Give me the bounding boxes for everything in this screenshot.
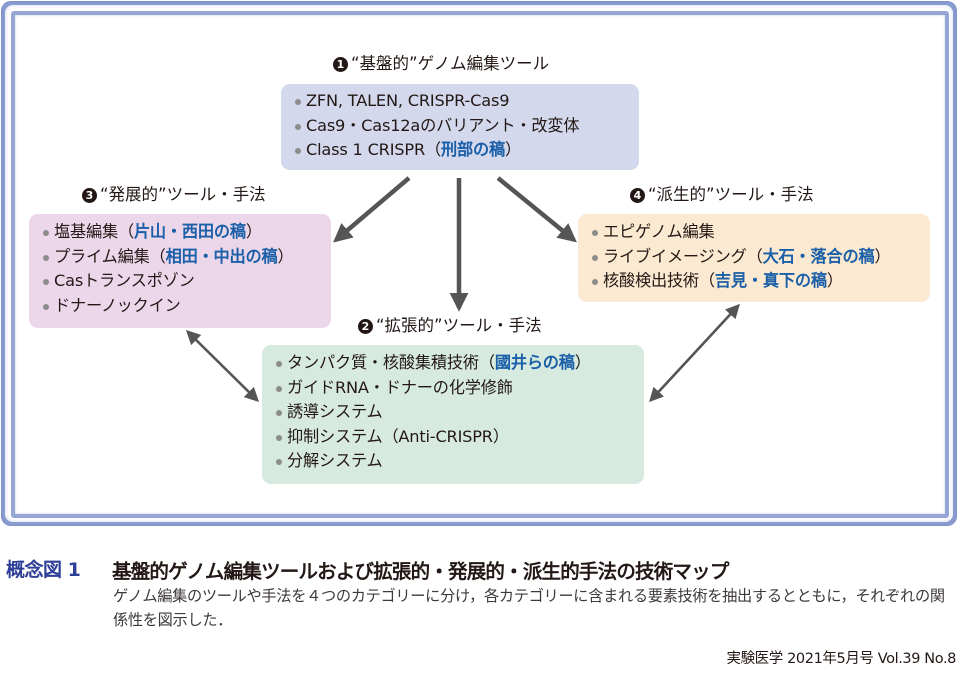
item-text: Cas9・Cas12aのバリアント・改変体: [306, 115, 580, 135]
list-item: Casトランスポゾン: [42, 269, 331, 294]
list-item: タンパク質・核酸集積技術（國井らの稿）: [275, 351, 644, 376]
article-reference: 片山・西田の稿: [133, 222, 246, 241]
number-badge-1: 1: [333, 56, 348, 72]
category-4-box: エピゲノム編集 ライブイメージング（大石・落合の稿） 核酸検出技術（吉見・真下の…: [578, 214, 930, 302]
category-1-box: ZFN, TALEN, CRISPR-Cas9 Cas9・Cas12aのバリアン…: [281, 84, 639, 170]
article-reference: 刑部の稿: [440, 140, 505, 160]
category-3-box: 塩基編集（片山・西田の稿） プライム編集（相田・中出の稿） Casトランスポゾン…: [29, 214, 331, 328]
item-text-close: ）: [826, 271, 843, 291]
category-3-heading: 3 “発展的”ツール・手法: [82, 185, 266, 205]
article-reference: 國井らの稿: [494, 353, 575, 372]
item-text: ガイドRNA・ドナーの化学修飾: [287, 377, 513, 397]
source-citation: 実験医学 2021年5月号 Vol.39 No.8: [726, 651, 956, 667]
article-reference: 大石・落合の稿: [762, 246, 875, 266]
figure-label: 概念図 1: [6, 559, 81, 581]
list-item: 核酸検出技術（吉見・真下の稿）: [591, 269, 930, 294]
list-item: ドナーノックイン: [42, 294, 331, 319]
list-item: 誘導システム: [275, 400, 644, 425]
list-item: エピゲノム編集: [591, 220, 930, 245]
figure-description: ゲノム編集のツールや手法を４つのカテゴリーに分け，各カテゴリーに含まれる要素技術…: [113, 587, 945, 629]
item-text: エピゲノム編集: [603, 222, 715, 241]
category-3-title: “発展的”ツール・手法: [100, 185, 266, 204]
item-text: 分解システム: [287, 451, 383, 471]
category-4-heading: 4 “派生的”ツール・手法: [630, 185, 814, 205]
category-2-heading: 2 “拡張的”ツール・手法: [358, 316, 542, 336]
number-badge-2: 2: [358, 318, 373, 334]
item-text: プライム編集（: [54, 246, 166, 266]
item-text-close: ）: [277, 246, 294, 266]
item-text-close: ）: [574, 353, 591, 372]
arrow-1-to-4: [496, 176, 577, 243]
category-4-title: “派生的”ツール・手法: [648, 185, 814, 204]
list-item: ZFN, TALEN, CRISPR-Cas9: [294, 89, 639, 114]
item-text: ライブイメージング（: [603, 246, 763, 266]
list-item: 抑制システム（Anti-CRISPR）: [275, 425, 644, 450]
item-text-close: ）: [504, 140, 521, 160]
arrow-4-to-2: [649, 303, 740, 403]
category-2-title: “拡張的”ツール・手法: [376, 316, 542, 335]
category-1-title: “基盤的”ゲノム編集ツール: [351, 54, 550, 73]
list-item: 分解システム: [275, 449, 644, 474]
item-text-close: ）: [874, 246, 891, 266]
figure-title: 基盤的ゲノム編集ツールおよび拡張的・発展的・派生的手法の技術マップ: [112, 560, 729, 583]
list-item: Cas9・Cas12aのバリアント・改変体: [294, 114, 639, 139]
list-item: プライム編集（相田・中出の稿）: [42, 245, 331, 270]
article-reference: 相田・中出の稿: [165, 246, 278, 266]
number-badge-3: 3: [82, 187, 97, 203]
item-text-close: ）: [245, 222, 262, 241]
item-text: 抑制システム（Anti-CRISPR）: [287, 426, 509, 446]
item-text: 塩基編集（: [54, 222, 134, 241]
list-item: Class 1 CRISPR（刑部の稿）: [294, 138, 639, 163]
article-reference: 吉見・真下の稿: [714, 271, 827, 291]
arrow-3-to-2: [185, 329, 260, 403]
category-1-heading: 1 “基盤的”ゲノム編集ツール: [333, 54, 549, 74]
item-text: 核酸検出技術（: [603, 271, 715, 291]
item-text: 誘導システム: [287, 402, 383, 422]
number-badge-4: 4: [630, 187, 645, 203]
list-item: 塩基編集（片山・西田の稿）: [42, 220, 331, 245]
item-text: ZFN, TALEN, CRISPR-Cas9: [306, 91, 510, 110]
arrow-1-to-3: [333, 176, 411, 243]
list-item: ガイドRNA・ドナーの化学修飾: [275, 376, 644, 401]
item-text: ドナーノックイン: [54, 295, 181, 315]
item-text: Class 1 CRISPR（: [306, 140, 441, 160]
list-item: ライブイメージング（大石・落合の稿）: [591, 245, 930, 270]
item-text: タンパク質・核酸集積技術（: [287, 353, 495, 372]
category-2-box: タンパク質・核酸集積技術（國井らの稿） ガイドRNA・ドナーの化学修飾 誘導シス…: [262, 345, 644, 484]
technology-map-diagram: 1 “基盤的”ゲノム編集ツール ZFN, TALEN, CRISPR-Cas9 …: [29, 54, 930, 484]
item-text: Casトランスポゾン: [54, 271, 195, 291]
